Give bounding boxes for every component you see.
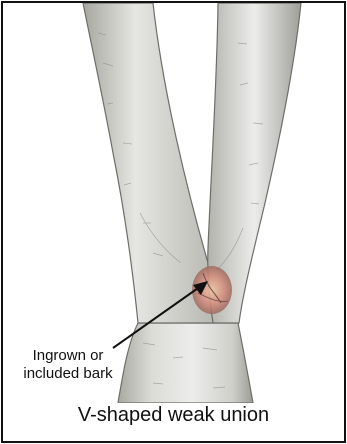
diagram-caption: V-shaped weak union bbox=[3, 404, 344, 427]
callout-label: Ingrown or included bark bbox=[13, 347, 123, 383]
left-stem bbox=[83, 3, 214, 323]
trunk bbox=[118, 323, 253, 403]
tree-fork-illustration bbox=[3, 3, 344, 403]
